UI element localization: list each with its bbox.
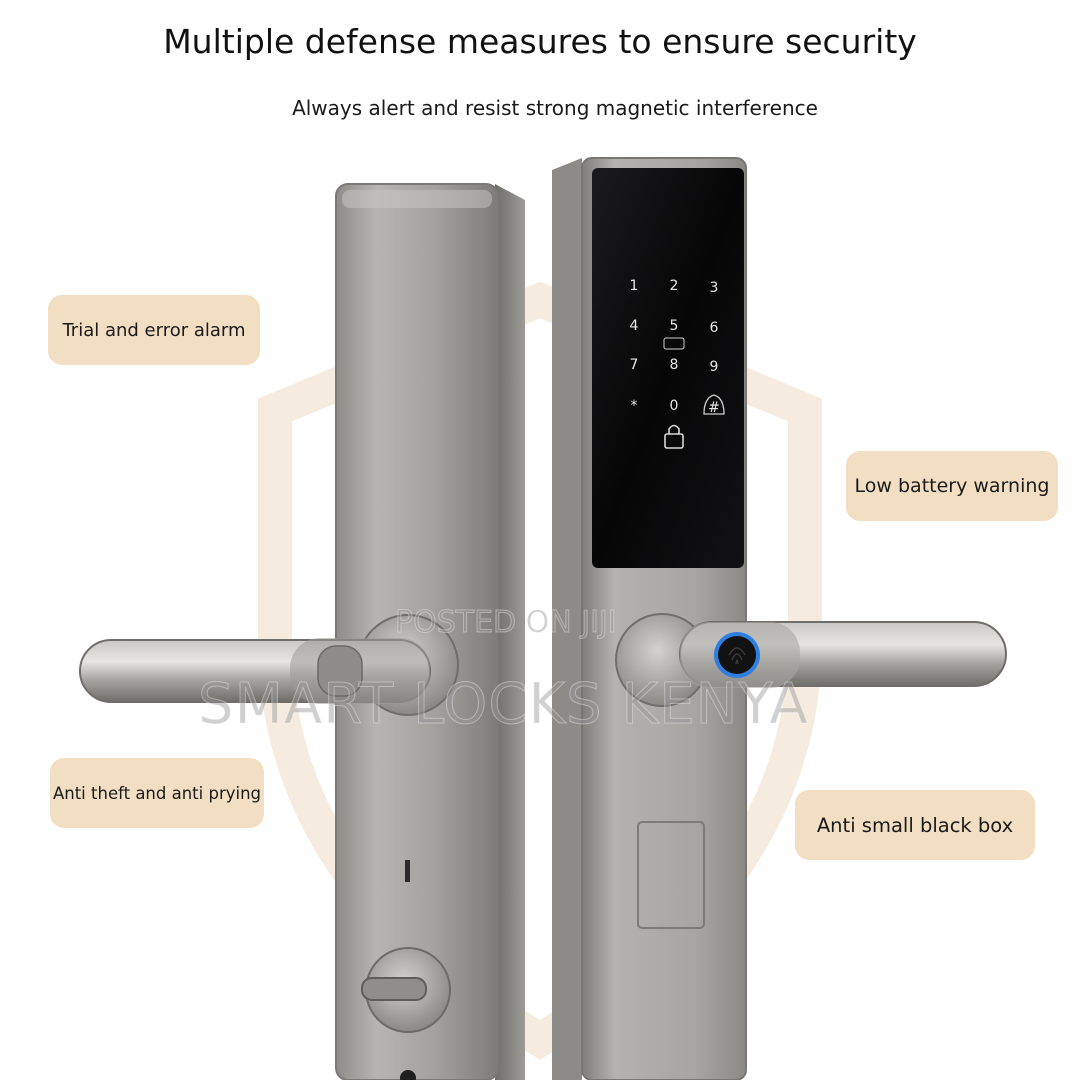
callout-low-battery-warning: Low battery warning [846,451,1058,521]
right-lock-handle [615,613,1007,707]
keypad: 1 2 3 4 5 6 7 8 9 * 0 # [630,278,725,449]
keypad-key: 4 [630,318,639,334]
keypad-key: 2 [670,278,679,294]
callout-trial-error-alarm: Trial and error alarm [48,295,260,365]
keypad-key: 9 [710,359,719,375]
keypad-key: 8 [670,357,679,373]
keypad-key: 7 [630,357,639,373]
fingerprint-sensor-icon [714,632,760,678]
keypad-key: 0 [670,398,679,414]
card-icon [663,337,685,350]
left-lock-body [335,183,525,1080]
padlock-icon [664,424,684,449]
watermark-posted-on: POSTED ON JIJI [395,605,618,641]
keypad-key: * [631,398,638,414]
keypad-key: 3 [710,280,719,296]
keypad-key: 5 [670,318,679,334]
bell-icon [703,394,725,415]
watermark-brand: SMART LOCKS KENYA [198,672,809,738]
keypad-key: # [708,400,720,416]
keypad-key: 6 [710,320,719,336]
shield-background [258,281,822,1060]
page-subtitle: Always alert and resist strong magnetic … [292,96,818,120]
callout-anti-theft: Anti theft and anti prying [50,758,264,828]
keypad-key: 1 [630,278,639,294]
callout-anti-black-box: Anti small black box [795,790,1035,860]
left-lock-handle [79,614,459,716]
page-title: Multiple defense measures to ensure secu… [163,22,917,61]
